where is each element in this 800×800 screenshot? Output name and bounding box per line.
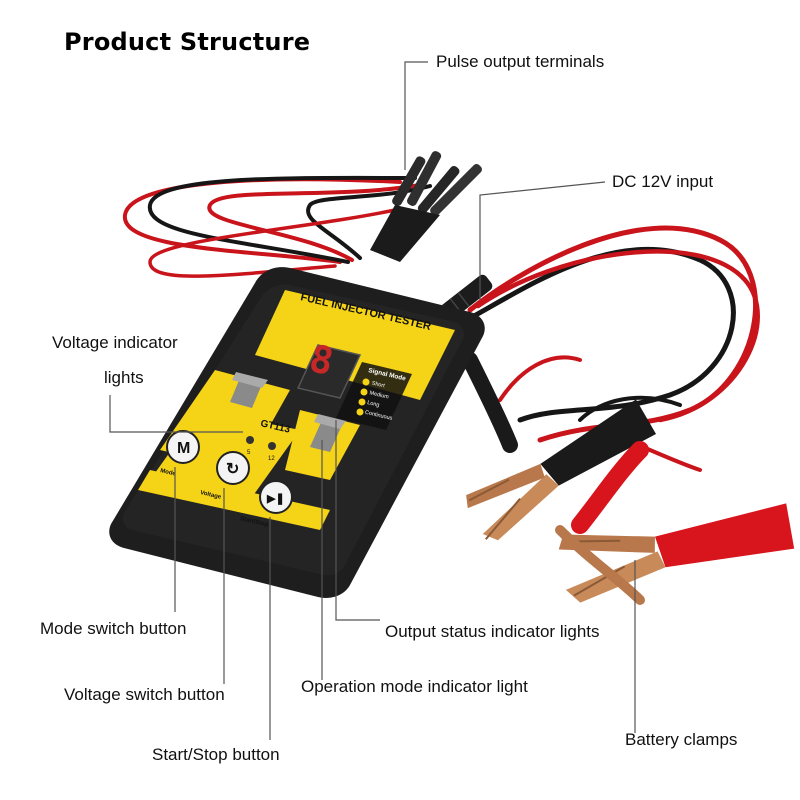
leader-output-status — [335, 420, 380, 621]
label-start-stop: Start/Stop button — [152, 745, 280, 764]
label-dc-input: DC 12V input — [612, 172, 714, 191]
page-title: Product Structure — [64, 28, 311, 56]
start-stop-button-shape — [259, 480, 293, 514]
injector-pictogram-left — [230, 372, 268, 408]
label-pulse-output: Pulse output terminals — [436, 52, 605, 71]
signal-mode-1-label: Short — [371, 381, 386, 390]
start-stop-button-symbol: ▶❚ — [266, 493, 285, 505]
label-operation-mode: Operation mode indicator light — [301, 677, 528, 696]
mode-button-caption: Mode — [160, 468, 177, 478]
voltage-button-caption: Voltage — [200, 490, 223, 501]
device-body — [109, 267, 485, 598]
callout-lines — [109, 61, 636, 740]
battery-clamp-red — [555, 441, 795, 605]
label-mode-switch: Mode switch button — [40, 619, 187, 638]
signal-mode-3-label: Long — [367, 400, 380, 409]
pulse-output-wires — [122, 175, 432, 278]
label-output-status: Output status indicator lights — [385, 622, 600, 641]
label-voltage-indicator-line2: lights — [104, 368, 144, 387]
signal-mode-2-label: Medium — [369, 390, 390, 400]
led-12v — [268, 442, 276, 450]
label-voltage-switch: Voltage switch button — [64, 685, 225, 704]
led-5v — [246, 436, 254, 444]
injector-pictogram-right — [310, 414, 346, 452]
leader-dc-input — [479, 181, 606, 300]
label-battery-clamps: Battery clamps — [625, 730, 738, 749]
pulse-output-terminals — [370, 151, 482, 262]
mode-button-shape — [166, 430, 200, 464]
voltage-button-symbol: ↻ — [226, 461, 239, 478]
leader-pulse-output — [404, 61, 428, 170]
signal-mode-panel — [336, 362, 412, 430]
leader-voltage-indicator — [109, 395, 243, 433]
label-voltage-indicator-line1: Voltage indicator — [52, 333, 178, 352]
voltage-button-shape — [216, 451, 250, 485]
mode-button-symbol: M — [177, 440, 190, 457]
voltage-level-12: 12 — [268, 456, 275, 462]
battery-clamp-black — [462, 352, 656, 541]
voltage-level-5: 5 — [247, 450, 251, 456]
